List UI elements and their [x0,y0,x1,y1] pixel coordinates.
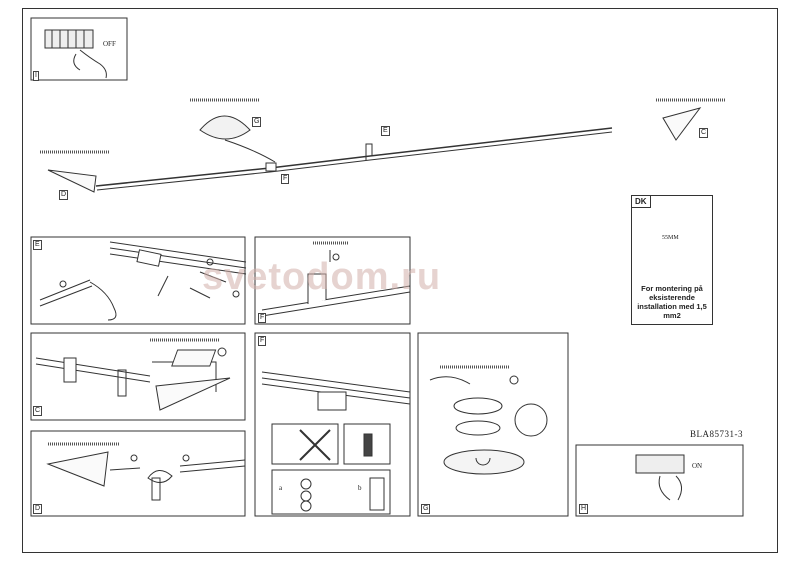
rod-lines [35,357,151,383]
overview-tag-e: E [381,126,390,136]
panel-c-frame [30,332,246,421]
arrow-icon [109,467,141,471]
overview-tag-f: F [281,174,290,184]
shade-c-icon [155,377,231,411]
shade-c-icon [662,107,702,141]
wiring-a-label: a [279,484,283,492]
cable [224,139,276,163]
wrong-wiring-box [271,423,339,465]
rail-lines [261,285,411,317]
watermark: svetodom.ru [202,256,442,298]
rod-lines [179,459,246,473]
step-2-marker [206,258,214,266]
connector-icon [147,470,173,483]
rail-lines [109,241,247,275]
dk-info-box: DK 55MM For montering på eksisterende in… [631,195,713,325]
wiring-b-label: b [358,484,362,492]
cap-ring [455,420,501,436]
panel-f-rail-tag: F [258,313,267,323]
shade-d-icon [46,451,109,487]
warning-icon [217,347,227,357]
bulb-box [343,423,391,465]
hand-grip [63,357,77,383]
dk-tag: DK [632,196,651,208]
rail-rod [95,127,613,187]
panel-c-tag: C [33,406,43,416]
dimension-label: 55MM [662,235,679,241]
rod-end [39,279,93,307]
panel-f-frame [254,332,411,517]
overview-tag-g: G [252,117,262,127]
hanger-clip [307,273,327,304]
canopy-icon [199,115,251,140]
panel-i-tag: I [33,71,39,81]
terminal-icon [317,391,347,411]
document-code: BLA85731-3 [690,429,743,439]
panel-f-tag: F [258,336,267,346]
instruction-sheet [22,8,778,553]
hand-icon [89,281,117,321]
rotate-arrow-icon [475,457,491,466]
panel-i-frame [30,17,128,81]
overview-tag-c: C [699,128,709,138]
dk-note: For montering på eksisterende installati… [637,284,707,320]
panel-d-frame [30,430,246,517]
terminal-block-icon [369,477,385,511]
panel-f-rail-frame [254,236,411,325]
panel-g-tag: G [421,504,431,514]
on-label: ON [692,462,703,470]
panel-d-tag: D [33,504,43,514]
ceiling-hatch [40,98,726,446]
cover-plate [171,349,217,367]
cross-icon [299,429,331,461]
holder [151,477,161,501]
panel-e-frame [30,236,246,325]
rod-joint [265,162,277,172]
panel-g-frame [417,332,569,517]
connector-icon [136,249,162,267]
breaker-icon [44,29,94,49]
holder [117,369,127,397]
hand-icon [658,475,682,501]
hand-icon [73,49,107,79]
step-1-marker [59,280,67,288]
shade-d-icon [47,169,97,193]
bulb-icon [363,433,373,457]
detail-magnifier [514,403,548,437]
overview-tag-d: D [59,190,69,200]
screw-icon [157,271,227,299]
canopy-icon [443,449,525,475]
breaker-icon [635,454,685,474]
off-label: OFF [103,40,116,48]
cable [429,376,471,385]
panel-e-tag: E [33,240,42,250]
mount-plate [453,397,503,415]
rod-hanger [365,143,373,160]
rail-rod-lower [96,131,613,191]
step-4-marker [232,290,240,298]
wiring-detail-box [271,469,391,515]
warning-icon [509,375,519,385]
panel-h-tag: H [579,504,589,514]
panel-h-frame [575,444,744,517]
